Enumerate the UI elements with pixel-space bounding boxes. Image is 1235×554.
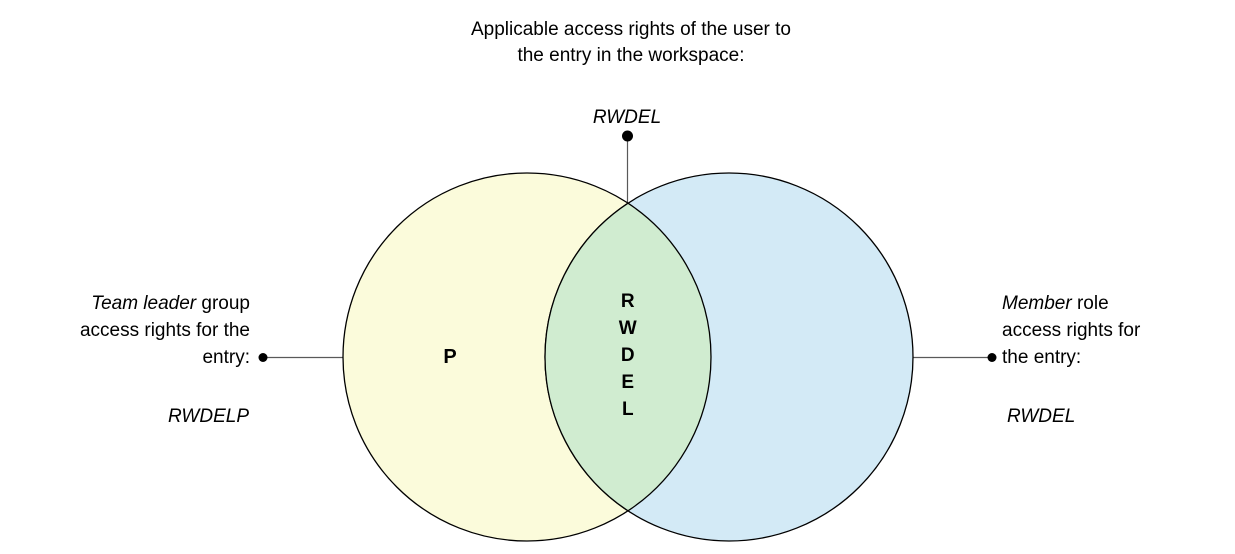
diagram-title-line1: Applicable access rights of the user to (470, 19, 791, 40)
left-circle-rights-letter: P (443, 346, 457, 368)
diagram-title-line2: the entry in the workspace: (517, 45, 745, 66)
right-callout-dot (987, 353, 997, 362)
top-callout-dot (622, 130, 633, 142)
left-callout-line2: access rights for the (79, 320, 250, 341)
intersection-letter: R (620, 291, 636, 312)
intersection-rights-letters: R W D E L (578, 288, 678, 423)
right-callout-label: Member role access rights for the entry: (1002, 290, 1235, 371)
left-callout-dot (258, 353, 268, 362)
right-callout-role-name: Member (1002, 293, 1072, 314)
diagram-title: Applicable access rights of the user to … (381, 17, 881, 69)
left-callout-line1-rest: group (196, 293, 250, 314)
right-callout-line1-rest: role (1071, 293, 1109, 314)
intersection-letter: W (618, 318, 638, 339)
left-callout-rights-label: RWDELP (168, 406, 249, 427)
left-callout-line3: entry: (202, 347, 250, 368)
left-callout-line1: Team leader group (0, 290, 250, 317)
right-callout-rights-label: RWDEL (1007, 406, 1076, 427)
intersection-region (544, 202, 712, 512)
right-callout-line3: the entry: (1002, 347, 1082, 368)
right-callout-line1: Member role (1002, 290, 1235, 317)
intersection-letter: D (620, 345, 636, 366)
intersection-letter: E (621, 372, 635, 393)
right-callout-line2: access rights for (1002, 320, 1141, 341)
left-callout-group-name: Team leader (91, 293, 197, 314)
intersection-letter: L (621, 399, 635, 420)
top-callout-rights-label: RWDEL (592, 107, 662, 128)
left-callout-label: Team leader group access rights for the … (0, 290, 250, 371)
